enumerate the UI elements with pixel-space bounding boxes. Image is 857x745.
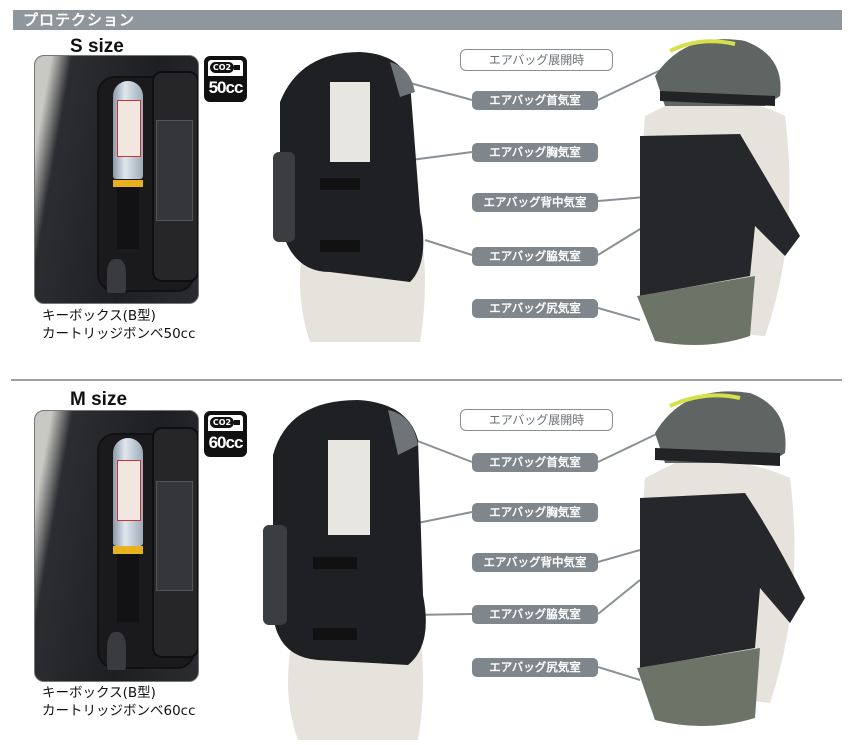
section-header-bar: プロテクション: [13, 10, 842, 30]
co2-icon: CO2: [210, 62, 234, 73]
co2-volume: 60cc: [208, 433, 244, 452]
co2-badge-s: CO2 50cc: [204, 56, 247, 102]
co2-icon: CO2: [210, 417, 234, 428]
deployed-label-s: エアバッグ展開時: [460, 49, 613, 71]
callout-neck-s: エアバッグ首気室: [472, 91, 598, 110]
size-title-s: S size: [70, 36, 124, 57]
vest-front-photo-s: [270, 42, 445, 342]
vest-back-inflated-photo-m: [625, 388, 815, 738]
callout-neck-m: エアバッグ首気室: [472, 453, 598, 472]
callout-side-m: エアバッグ脇気室: [472, 605, 598, 624]
callout-back-m: エアバッグ背中気室: [472, 553, 598, 572]
size-title-m: M size: [70, 389, 128, 410]
caption-s: キーボックス(B型) カートリッジボンベ50cc: [42, 307, 196, 343]
caption-line-keybox: キーボックス(B型): [42, 685, 156, 701]
caption-line-cartridge: カートリッジボンベ60cc: [42, 703, 196, 719]
caption-line-cartridge: カートリッジボンベ50cc: [42, 326, 196, 342]
vest-back-inflated-photo-s: [625, 36, 810, 371]
caption-line-keybox: キーボックス(B型): [42, 308, 156, 324]
callout-back-s: エアバッグ背中気室: [472, 193, 598, 212]
callout-hip-s: エアバッグ尻気室: [472, 299, 598, 318]
key-box-photo-s: [34, 55, 199, 304]
co2-volume: 50cc: [208, 78, 244, 97]
callout-chest-s: エアバッグ胸気室: [472, 143, 598, 162]
callout-side-s: エアバッグ脇気室: [472, 247, 598, 266]
callout-hip-m: エアバッグ尻気室: [472, 658, 598, 677]
deployed-label-m: エアバッグ展開時: [460, 409, 613, 431]
vest-front-photo-m: [258, 395, 448, 740]
key-box-photo-m: [34, 410, 199, 682]
section-divider: [11, 379, 842, 381]
section-title: プロテクション: [23, 11, 136, 29]
caption-m: キーボックス(B型) カートリッジボンベ60cc: [42, 684, 196, 720]
callout-chest-m: エアバッグ胸気室: [472, 503, 598, 522]
co2-badge-m: CO2 60cc: [204, 411, 247, 457]
